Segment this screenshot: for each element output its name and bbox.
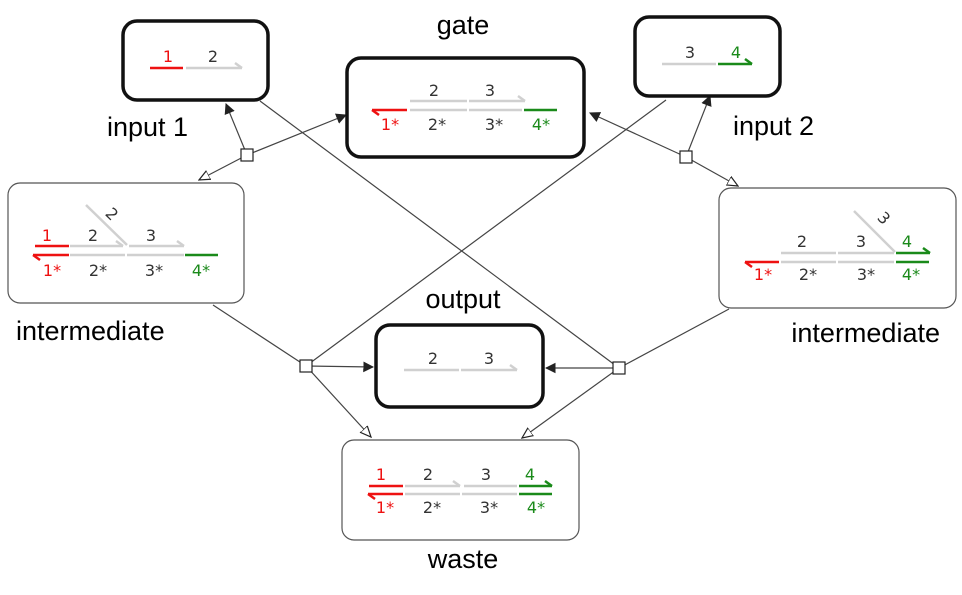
input1-box[interactable] <box>121 19 270 102</box>
output-strand-arrowhead <box>509 363 518 372</box>
gate-domain-2-label: 2 <box>429 81 439 100</box>
gate-domain-1c-label: 1* <box>381 115 399 134</box>
waste-top-arrowhead-b <box>544 479 553 488</box>
reaction-node-left-top[interactable] <box>240 148 254 162</box>
waste-domain-1-label: 1 <box>376 465 386 484</box>
intermediate-left-branch-domain-2 <box>85 204 128 246</box>
intermediate-left-label: intermediate <box>16 316 165 346</box>
edge-input1-to-node-right-bottom <box>259 100 620 369</box>
intermediate-left-domain-2c-label: 2* <box>89 261 107 280</box>
intermediate-left-top-arrowhead-b <box>176 239 185 248</box>
intermediate-right-bottom-arrowhead <box>744 260 753 269</box>
waste-box[interactable] <box>341 439 580 541</box>
intermediate-right-domain-3c-label: 3* <box>857 265 875 284</box>
edge-node-right-to-gate <box>589 112 687 158</box>
output-domain-2-label: 2 <box>428 349 438 368</box>
input2-label: input 2 <box>733 111 814 141</box>
output-domain-3-label: 3 <box>484 349 494 368</box>
edge-node-right-to-input2 <box>685 94 712 158</box>
input2-domain-3-label: 3 <box>685 43 695 62</box>
input2-strand-arrowhead <box>744 57 753 66</box>
intermediate-right-domain-3-label: 3 <box>856 232 866 251</box>
edge-node-right-to-intermediate-right <box>685 156 738 186</box>
output-species[interactable]: 2 3 <box>374 323 545 409</box>
waste-domain-2c-label: 2* <box>423 498 441 517</box>
input1-strand-arrowhead <box>234 61 243 70</box>
edge-node-left-to-gate <box>246 113 348 156</box>
intermediate-left-domain-3c-label: 3* <box>145 261 163 280</box>
edge-intermediate-right-to-node <box>618 308 730 369</box>
reaction-node-right-bottom[interactable] <box>612 361 626 375</box>
intermediate-left-domain-4c-label: 4* <box>192 261 210 280</box>
edge-node-left-to-intermediate-left <box>199 154 248 180</box>
input2-box[interactable] <box>633 15 782 98</box>
gate-box[interactable] <box>345 56 586 159</box>
edge-node-left-bottom-to-waste <box>305 365 371 437</box>
waste-domain-3c-label: 3* <box>480 498 498 517</box>
gate-label: gate <box>437 10 490 40</box>
intermediate-left-domain-1c-label: 1* <box>43 261 61 280</box>
waste-domain-3-label: 3 <box>481 465 491 484</box>
intermediate-right-domain-4-label: 4 <box>902 232 912 251</box>
input1-domain-1-label: 1 <box>163 47 173 66</box>
intermediate-left-top-arrowhead-a <box>115 239 124 248</box>
intermediate-left-domain-3-label: 3 <box>146 226 156 245</box>
edge-node-left-bottom-to-output <box>305 361 375 373</box>
reaction-node-right-top[interactable] <box>679 150 693 164</box>
gate-domain-4c-label: 4* <box>532 115 550 134</box>
waste-top-arrowhead-a <box>452 479 461 488</box>
waste-domain-4c-label: 4* <box>527 498 545 517</box>
reaction-edges <box>199 94 738 438</box>
intermediate-right-species[interactable]: 3 2 3 4 1* 2* 3* 4* <box>718 187 957 309</box>
gate-domain-3-label: 3 <box>485 81 495 100</box>
intermediate-right-domain-2-label: 2 <box>797 232 807 251</box>
intermediate-left-domain-1-label: 1 <box>42 226 52 245</box>
intermediate-left-species[interactable]: 2 1 2 3 1* 2* 3* 4* <box>7 182 245 304</box>
waste-label: waste <box>427 544 499 574</box>
edge-node-left-to-input1 <box>224 103 248 156</box>
edge-intermediate-left-to-node <box>212 304 307 367</box>
input2-species[interactable]: 3 4 <box>633 15 782 98</box>
intermediate-right-domain-1c-label: 1* <box>754 265 772 284</box>
output-label: output <box>425 284 501 314</box>
input1-species[interactable]: 1 2 <box>121 19 270 102</box>
intermediate-right-domain-4c-label: 4* <box>902 265 920 284</box>
intermediate-right-top-arrowhead <box>922 246 931 255</box>
reaction-nodes <box>240 148 693 375</box>
gate-domain-3c-label: 3* <box>485 115 503 134</box>
intermediate-right-branch-domain-3 <box>853 210 896 253</box>
intermediate-right-domain-2c-label: 2* <box>799 265 817 284</box>
intermediate-left-bottom-arrowhead <box>32 253 41 262</box>
reaction-node-left-bottom[interactable] <box>299 359 313 373</box>
edge-input2-to-node-left-bottom <box>305 99 667 367</box>
waste-species[interactable]: 1 2 3 4 1* 2* 3* 4* <box>341 439 580 541</box>
output-box[interactable] <box>374 323 545 409</box>
intermediate-right-label: intermediate <box>791 318 940 348</box>
waste-domain-1c-label: 1* <box>376 498 394 517</box>
intermediate-right-box[interactable] <box>718 187 957 309</box>
waste-domain-2-label: 2 <box>423 465 433 484</box>
gate-top-strand-arrowhead <box>517 94 526 103</box>
waste-bottom-arrowhead <box>367 492 376 501</box>
gate-bottom-strand-arrowhead <box>371 108 380 117</box>
intermediate-left-domain-2-label: 2 <box>88 226 98 245</box>
input1-domain-2-label: 2 <box>208 47 218 66</box>
gate-domain-2c-label: 2* <box>428 115 446 134</box>
input2-domain-4-label: 4 <box>731 43 741 62</box>
input1-label: input 1 <box>107 112 188 142</box>
waste-domain-4-label: 4 <box>525 465 535 484</box>
gate-species[interactable]: 2 3 1* 2* 3* 4* <box>345 56 586 159</box>
edge-node-right-bottom-to-waste <box>522 367 620 438</box>
